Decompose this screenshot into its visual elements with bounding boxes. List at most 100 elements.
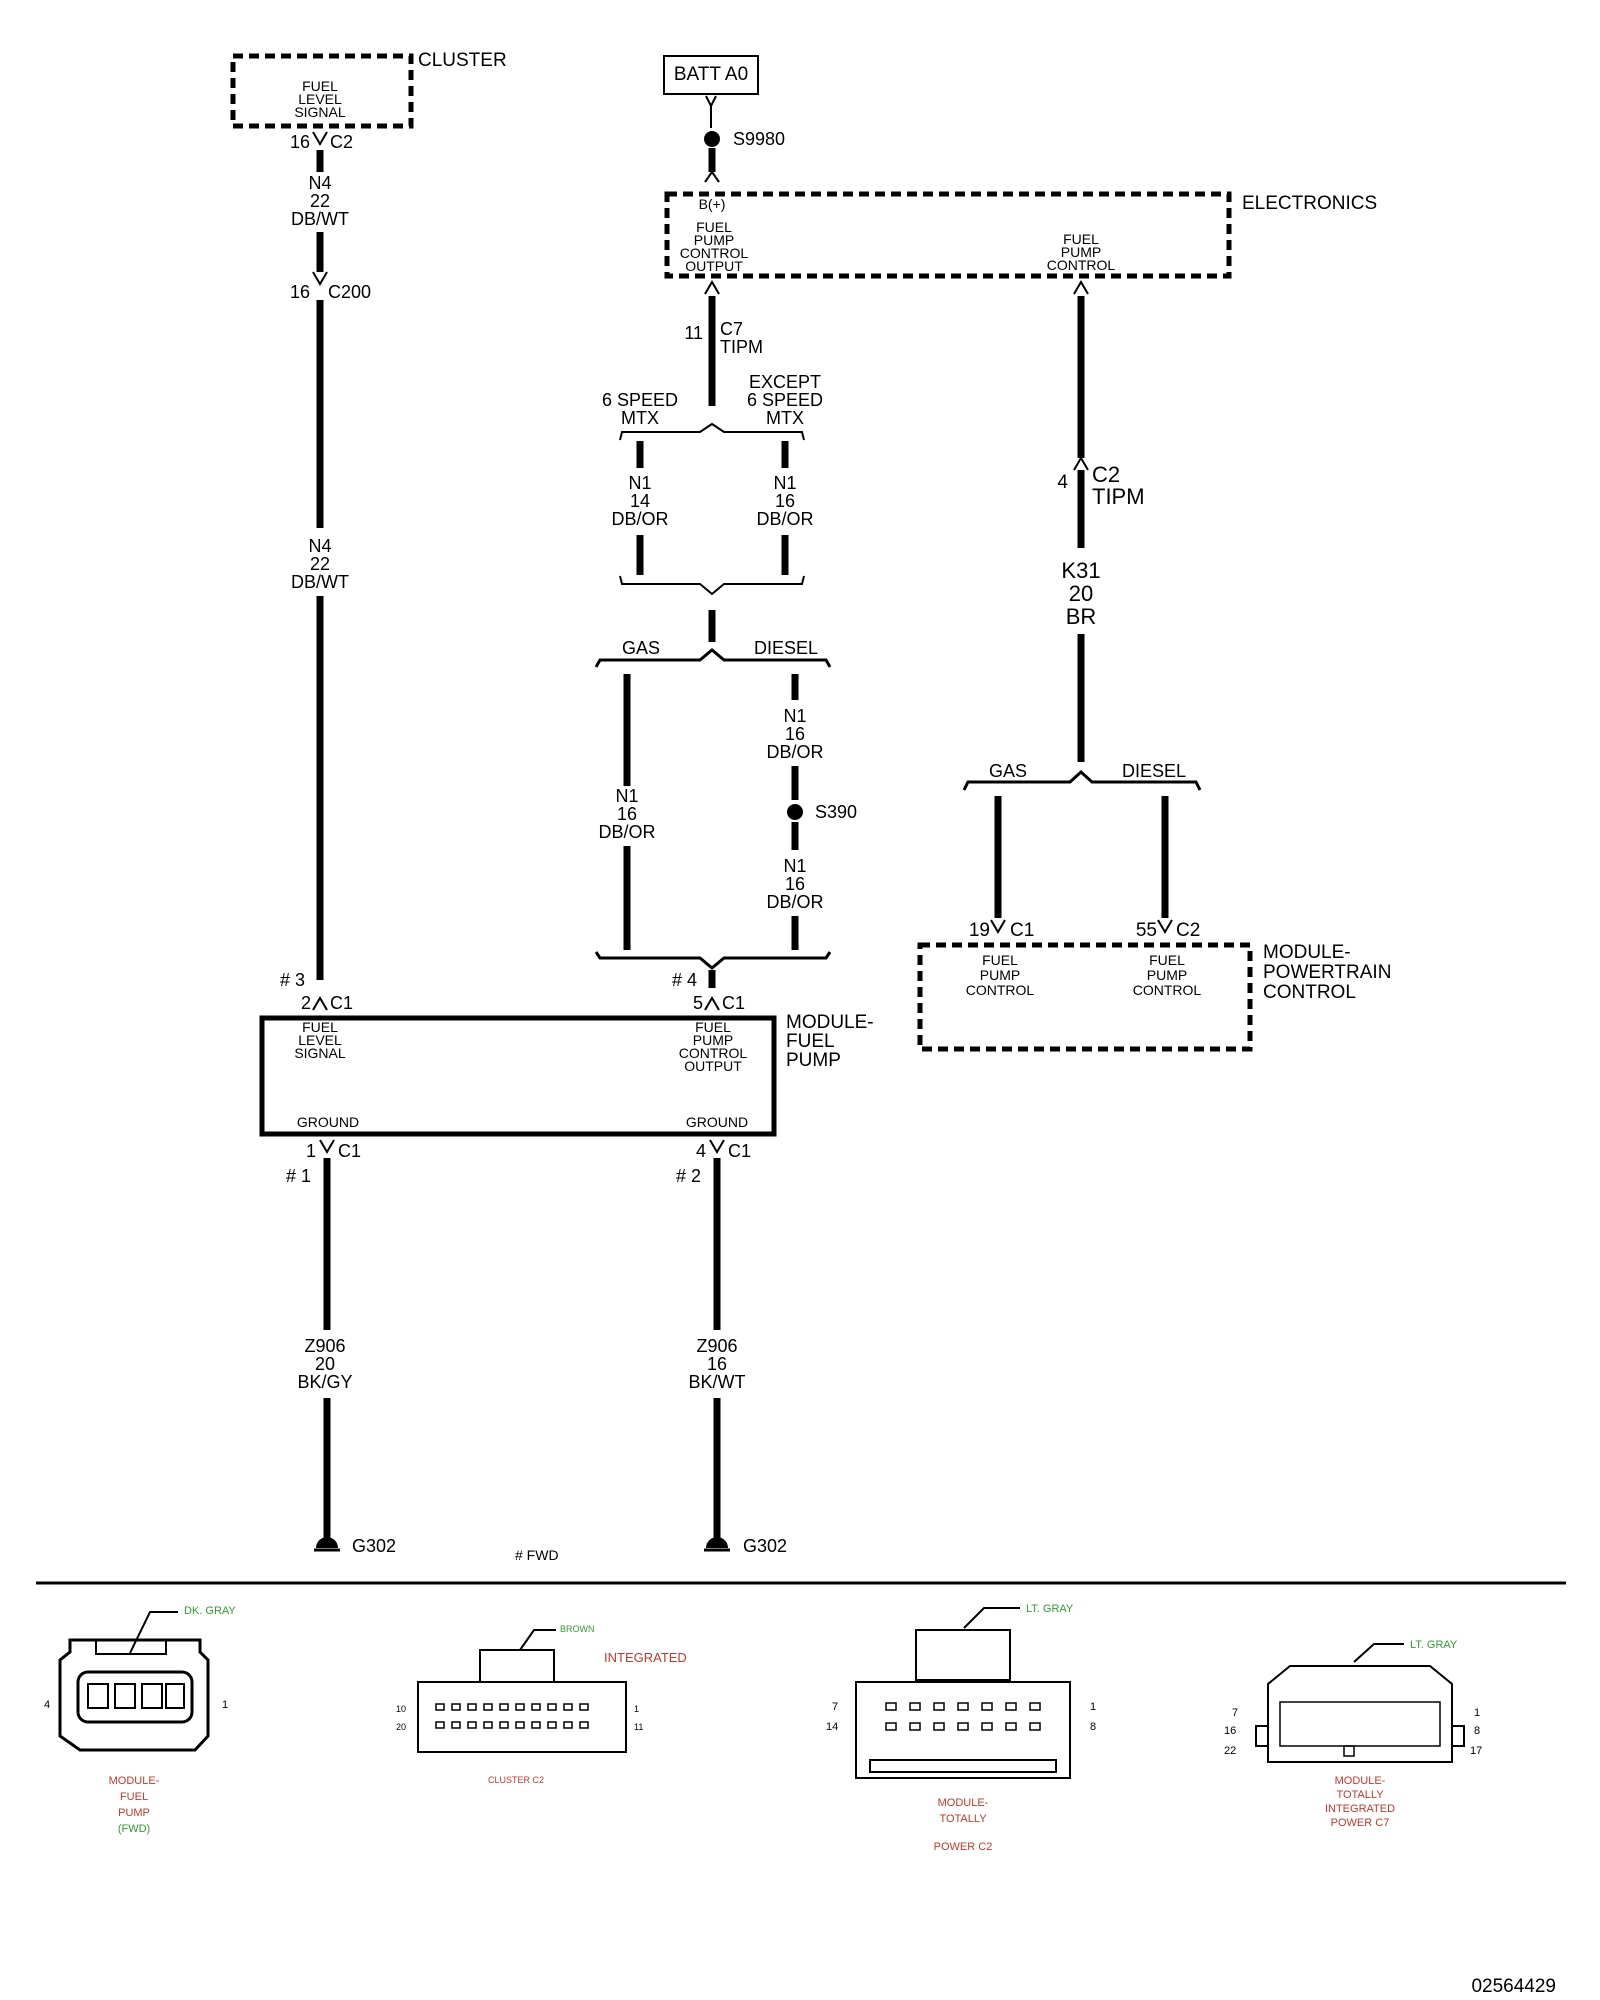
c3-pin-tl: 7: [832, 1701, 838, 1713]
c2-tipm-terminal: [1073, 456, 1089, 471]
s390-label: S390: [815, 802, 857, 822]
n1-16a-color: DB/OR: [756, 509, 813, 529]
n1-gas-color: DB/OR: [598, 822, 655, 842]
c4-caption-4: POWER C7: [1331, 1817, 1390, 1829]
pcm-f2-2: PUMP: [1147, 967, 1187, 983]
cluster-fn-2: LEVEL: [298, 91, 342, 107]
branch-6speed-2: MTX: [621, 408, 659, 428]
connector-tipm-c7: LT. GRAY 7 16 22 1 8 17 MODULE- TOTALLY …: [1224, 1639, 1482, 1829]
fp-note-right: # 4: [672, 970, 697, 990]
branch-except-2: 6 SPEED: [747, 390, 823, 410]
c3-pin-br: 8: [1090, 1721, 1096, 1733]
pcm-f1-3: CONTROL: [966, 982, 1035, 998]
pcm-conn2: C2: [1176, 920, 1200, 941]
c1-latch: [95, 1639, 167, 1655]
cluster-outline: [230, 53, 414, 129]
fuel-gas-label: GAS: [622, 638, 660, 658]
pcm-f1-1: FUEL: [982, 952, 1018, 968]
c4-face: [1279, 1701, 1441, 1747]
elec-out-1: FUEL: [696, 219, 732, 235]
pcm-title-2: POWERTRAIN: [1263, 962, 1391, 983]
c1-face: [76, 1670, 194, 1724]
k31-circuit: K31: [1061, 558, 1100, 583]
z906-left-gauge: 20: [315, 1354, 335, 1374]
pcm-f2-1: FUEL: [1149, 952, 1185, 968]
wire-circuit: N4: [308, 536, 331, 556]
bplus-label: B(+): [699, 196, 726, 212]
c3-housing: [855, 1681, 1071, 1779]
c2-pin-tl: 10: [396, 1704, 406, 1714]
n1-diesel-bot-gauge: 16: [785, 874, 805, 894]
c4-caption-1: MODULE-: [1335, 1775, 1386, 1787]
c3-pin-row-bottom: [885, 1722, 1041, 1731]
fp-bpin-left: 1: [306, 1141, 316, 1161]
c3-caption-3: POWER C2: [934, 1841, 993, 1853]
c2-extra-label: INTEGRATED: [604, 1650, 687, 1665]
fp-sig-1: FUEL: [302, 1019, 338, 1035]
fp-ground-right: GROUND: [686, 1114, 748, 1130]
branch-except-1: EXCEPT: [749, 372, 821, 392]
cluster-fn-1: FUEL: [302, 78, 338, 94]
connector-totally-power-c2: LT. GRAY 7 14 1 8 MODULE- TOTALLY POWER …: [826, 1603, 1096, 1853]
c1-pin-right: 1: [222, 1699, 228, 1711]
c3-color-tag: LT. GRAY: [1026, 1603, 1074, 1615]
c4-tag-leader: [1353, 1643, 1404, 1663]
pcm-module: MODULE- POWERTRAIN CONTROL FUEL PUMP CON…: [917, 942, 1391, 1052]
pcm-conn1: C1: [1010, 920, 1034, 941]
c3-tag-leader: [963, 1607, 1020, 1629]
pcm-f2-3: CONTROL: [1133, 982, 1202, 998]
c1-cavity: [165, 1683, 185, 1709]
cluster-terminal: [312, 131, 328, 146]
c2-pin-br: 11: [634, 1722, 643, 1732]
pcm-split-bracket: [962, 769, 1202, 791]
c1-caption-2: FUEL: [120, 1791, 148, 1803]
c3-key: [869, 1759, 1057, 1773]
fp-ground-left: GROUND: [297, 1114, 359, 1130]
batt-label: BATT A0: [674, 64, 748, 85]
c2-tipm-module: TIPM: [1092, 484, 1145, 509]
fp-terminal-right: [704, 996, 720, 1011]
connector-cluster-c2: BROWN INTEGRATED 10 20 1 11 CLUSTER C2: [396, 1624, 687, 1785]
c3-caption-1: MODULE-: [938, 1797, 989, 1809]
fuel-merge-bracket: [594, 951, 832, 970]
c2-latch: [479, 1649, 555, 1683]
n1-gas-gauge: 16: [617, 804, 637, 824]
n1-16a-gauge: 16: [775, 491, 795, 511]
fp-note-left: # 3: [280, 970, 305, 990]
c2-tipm-pin: 4: [1057, 472, 1068, 493]
fp-bnote-right: # 2: [676, 1166, 701, 1186]
c3-pin-row-top: [885, 1702, 1041, 1711]
g302-left-symbol: [316, 1537, 338, 1548]
fp-conn-left: C1: [330, 993, 353, 1013]
n4-upper-label: N4 22 DB/WT: [291, 173, 349, 229]
fp-bconn-right: C1: [728, 1141, 751, 1161]
elec-out-4: OUTPUT: [685, 258, 743, 274]
c4-housing: [1267, 1665, 1453, 1763]
c2-housing: [417, 1681, 627, 1753]
fp-conn-right: C1: [722, 993, 745, 1013]
c4-pin-l1: 7: [1232, 1707, 1238, 1719]
c2-pin-bl: 20: [396, 1722, 406, 1732]
c1-cavity: [141, 1683, 163, 1709]
document-number: 02564429: [1471, 1976, 1556, 1997]
electronics-outline: [664, 191, 1232, 279]
z906-left-color: BK/GY: [297, 1372, 352, 1392]
n1-gas-circuit: N1: [615, 786, 638, 806]
g302-right-symbol: [706, 1537, 728, 1548]
c2-caption: CLUSTER C2: [488, 1775, 544, 1785]
pcm-diesel-label: DIESEL: [1122, 761, 1186, 781]
fp-pin-left: 2: [301, 993, 311, 1013]
g302-right-label: G302: [743, 1536, 787, 1556]
pcm-gas-label: GAS: [989, 761, 1027, 781]
fp-sig-2: LEVEL: [298, 1032, 342, 1048]
c200-conn: C200: [328, 282, 371, 302]
fp-out-3: CONTROL: [679, 1045, 748, 1061]
c4-color-tag: LT. GRAY: [1410, 1639, 1458, 1651]
c7-conn: C7: [720, 319, 743, 339]
c3-pin-tr: 1: [1090, 1701, 1096, 1713]
fp-out-4: OUTPUT: [684, 1058, 742, 1074]
n1-14-gauge: 14: [630, 491, 650, 511]
wire-circuit: N4: [308, 173, 331, 193]
c4-side-latch-left: [1255, 1725, 1269, 1747]
